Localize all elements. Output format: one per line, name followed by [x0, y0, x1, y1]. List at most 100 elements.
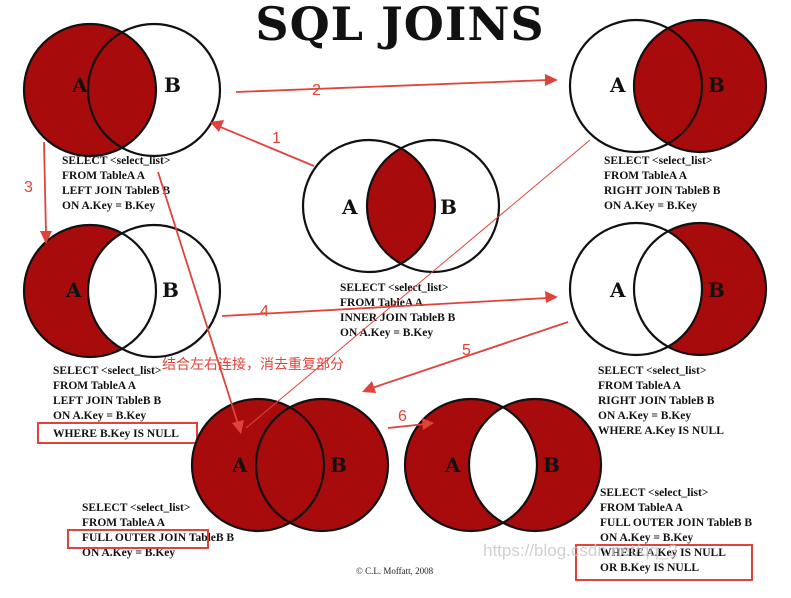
- set-a-label: A: [444, 453, 461, 477]
- arrowhead: [545, 74, 558, 86]
- set-b-fill: [634, 20, 766, 152]
- arrowhead: [210, 120, 224, 132]
- sql-line: ON A.Key = B.Key: [53, 410, 146, 422]
- set-a-label: A: [609, 278, 626, 302]
- sql-line: FROM TableA A: [62, 170, 146, 182]
- set-a-circle: [301, 138, 437, 274]
- intersection-fill: [367, 140, 435, 272]
- sql-line: SELECT <select_list>: [604, 155, 712, 167]
- venn-right-excluding: A B: [568, 221, 768, 357]
- step-number: 6: [398, 408, 407, 425]
- sql-line: INNER JOIN TableB B: [340, 312, 456, 324]
- step-number: 4: [260, 303, 269, 320]
- sql-line: ON A.Key = B.Key: [598, 410, 691, 422]
- sql-inner-join: SELECT <select_list> FROM TableA A INNER…: [340, 282, 456, 339]
- arrow-5: [371, 321, 569, 389]
- sql-line: SELECT <select_list>: [62, 155, 170, 167]
- sql-full-outer: SELECT <select_list> FROM TableA A FULL …: [67, 502, 234, 559]
- highlight-box: [575, 544, 753, 581]
- set-b-circle: [632, 18, 768, 154]
- set-a-circle: [22, 22, 158, 158]
- sql-full-outer-excluding: SELECT <select_list> FROM TableA A FULL …: [575, 487, 753, 581]
- step-number: 1: [272, 130, 281, 147]
- sql-line: SELECT <select_list>: [82, 502, 190, 514]
- set-b-fill: [256, 399, 388, 531]
- sql-line: ON A.Key = B.Key: [600, 532, 693, 544]
- sql-left-join: SELECT <select_list> FROM TableA A LEFT …: [62, 155, 170, 212]
- copyright: © C.L. Moffatt, 2008: [356, 566, 434, 576]
- venn-full-outer: A B: [190, 397, 390, 533]
- sql-line: ON A.Key = B.Key: [62, 200, 155, 212]
- venn-inner-join: A B: [301, 138, 501, 274]
- set-a-circle: [568, 221, 704, 357]
- arrowhead: [362, 381, 376, 393]
- arrowhead: [545, 291, 558, 303]
- intersection-cutout: [88, 225, 156, 357]
- sql-line: WHERE A.Key IS NULL: [598, 425, 724, 437]
- sql-line: RIGHT JOIN TableB B: [604, 185, 721, 197]
- arrowhead: [422, 418, 434, 430]
- sql-line: FROM TableA A: [82, 517, 166, 529]
- set-a-fill: [24, 24, 156, 156]
- sql-line: FROM TableA A: [598, 380, 682, 392]
- step-number: 2: [312, 82, 321, 99]
- annotation-arrows: [40, 74, 591, 434]
- sql-right-excluding: SELECT <select_list> FROM TableA A RIGHT…: [598, 365, 724, 437]
- arrowhead: [40, 231, 52, 244]
- sql-line: OR B.Key IS NULL: [600, 562, 699, 574]
- set-b-label: B: [162, 278, 179, 302]
- sql-line: SELECT <select_list>: [600, 487, 708, 499]
- page-title: SQL JOINS: [255, 0, 544, 51]
- sql-line: LEFT JOIN TableB B: [62, 185, 170, 197]
- watermark: https://blog.csdn.net/qq_2: [483, 541, 678, 560]
- set-a-circle: [403, 397, 539, 533]
- sql-line: WHERE B.Key IS NULL: [53, 428, 179, 440]
- arrowhead: [232, 420, 244, 434]
- set-b-label: B: [164, 73, 181, 97]
- set-b-circle: [467, 397, 603, 533]
- sql-line: SELECT <select_list>: [53, 365, 161, 377]
- set-b-label: B: [543, 453, 560, 477]
- set-b-label: B: [708, 73, 725, 97]
- set-a-label: A: [65, 278, 82, 302]
- set-b-label: B: [708, 278, 725, 302]
- set-a-label: A: [231, 453, 248, 477]
- sql-line: FULL OUTER JOIN TableB B: [82, 532, 234, 544]
- sql-line: SELECT <select_list>: [598, 365, 706, 377]
- set-a-label: A: [341, 195, 358, 219]
- arrow-2: [235, 79, 549, 93]
- set-b-circle: [86, 223, 222, 359]
- set-a-circle: [22, 223, 158, 359]
- sql-line: FROM TableA A: [53, 380, 137, 392]
- venn-left-join: A B: [22, 22, 222, 158]
- sql-line: ON A.Key = B.Key: [82, 547, 175, 559]
- set-b-label: B: [440, 195, 457, 219]
- arrow-3: [43, 141, 47, 235]
- set-b-label: B: [330, 453, 347, 477]
- sql-line: ON A.Key = B.Key: [604, 200, 697, 212]
- venn-left-excluding: A B: [22, 223, 222, 359]
- set-a-label: A: [71, 73, 88, 97]
- sql-line: SELECT <select_list>: [340, 282, 448, 294]
- sql-line: RIGHT JOIN TableB B: [598, 395, 715, 407]
- sql-line: LEFT JOIN TableB B: [53, 395, 161, 407]
- arrow-1: [217, 125, 315, 167]
- step-number: 3: [24, 179, 33, 196]
- intersection-cutout: [469, 399, 537, 531]
- sql-line: FROM TableA A: [600, 502, 684, 514]
- set-a-circle: [190, 397, 326, 533]
- sql-left-excluding: SELECT <select_list> FROM TableA A LEFT …: [37, 365, 198, 444]
- sql-line: WHERE A.Key IS NULL: [600, 547, 726, 559]
- set-a-circle: [568, 18, 704, 154]
- arrow-to-full-outer-left: [157, 171, 239, 425]
- set-b-circle: [632, 221, 768, 357]
- arrow-6: [387, 423, 427, 429]
- venn-full-outer-excluding: A B: [403, 397, 603, 533]
- arrow-4: [221, 297, 549, 317]
- highlight-box: [67, 529, 209, 549]
- set-a-label: A: [609, 73, 626, 97]
- set-b-circle: [86, 22, 222, 158]
- annotation-note: 结合左右连接，消去重复部分: [162, 356, 344, 372]
- intersection-cutout: [634, 223, 702, 355]
